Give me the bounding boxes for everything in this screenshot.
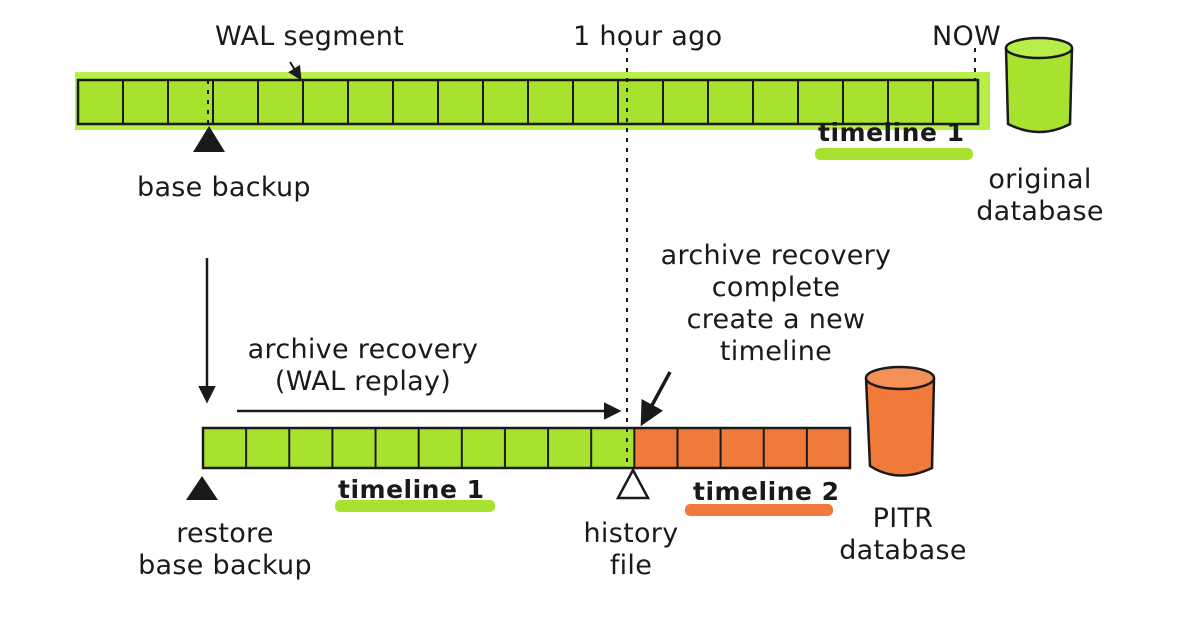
timeline-top-label: timeline 1	[818, 118, 965, 147]
archive-recovery-line-1: archive recovery	[247, 334, 479, 365]
original-database-line-2: database	[976, 196, 1104, 227]
archive-complete-line-2: complete	[711, 272, 841, 303]
archive-complete-line-1: archive recovery	[660, 240, 892, 271]
original-database-icon	[1004, 36, 1074, 134]
archive-recovery-label: archive recovery (WAL replay)	[232, 334, 494, 398]
bottom-bar-timeline2-fill	[635, 428, 850, 468]
base-backup-label: base backup	[137, 172, 311, 203]
one-hour-ago-label: 1 hour ago	[573, 21, 723, 52]
wal-segment-arrow-icon	[288, 61, 302, 81]
history-file-line-1: history	[583, 518, 679, 549]
history-file-marker-icon	[615, 467, 651, 500]
pitr-database-icon	[864, 365, 936, 477]
now-label: NOW	[932, 21, 1002, 52]
archive-recovery-line-2: (WAL replay)	[274, 366, 452, 397]
bottom-bar-segments	[245, 428, 808, 468]
archive-complete-line-3: create a new	[686, 304, 866, 335]
timeline-bottom-2-label: timeline 2	[693, 477, 840, 506]
history-file-line-2: file	[609, 550, 653, 581]
top-wal-bar	[75, 72, 990, 130]
pitr-database-line-2: database	[839, 535, 967, 566]
wal-segment-label: WAL segment	[215, 21, 405, 52]
timeline-top-underline	[815, 148, 973, 160]
base-backup-marker-icon	[193, 126, 225, 152]
timeline-bottom-1-underline	[335, 500, 495, 512]
original-database-label: original database	[970, 164, 1110, 228]
history-file-label: history file	[566, 518, 696, 582]
bottom-bar-frame	[201, 426, 852, 470]
pitr-database-label: PITR database	[833, 503, 973, 567]
timeline-bottom-2-underline	[685, 504, 833, 516]
restore-line-2: base backup	[138, 550, 312, 581]
restore-line-1: restore	[176, 518, 274, 549]
new-timeline-arrow-icon	[640, 371, 672, 427]
pitr-database-line-1: PITR	[872, 503, 934, 534]
archive-complete-label: archive recovery complete create a new t…	[636, 240, 916, 368]
archive-complete-line-4: timeline	[719, 336, 833, 367]
timeline-bottom-1-label: timeline 1	[338, 475, 485, 504]
restore-marker-icon	[186, 476, 218, 500]
restore-base-backup-label: restore base backup	[125, 518, 325, 582]
top-bar-segments	[122, 80, 934, 124]
original-database-line-1: original	[988, 164, 1092, 195]
bottom-wal-bar	[201, 426, 852, 470]
